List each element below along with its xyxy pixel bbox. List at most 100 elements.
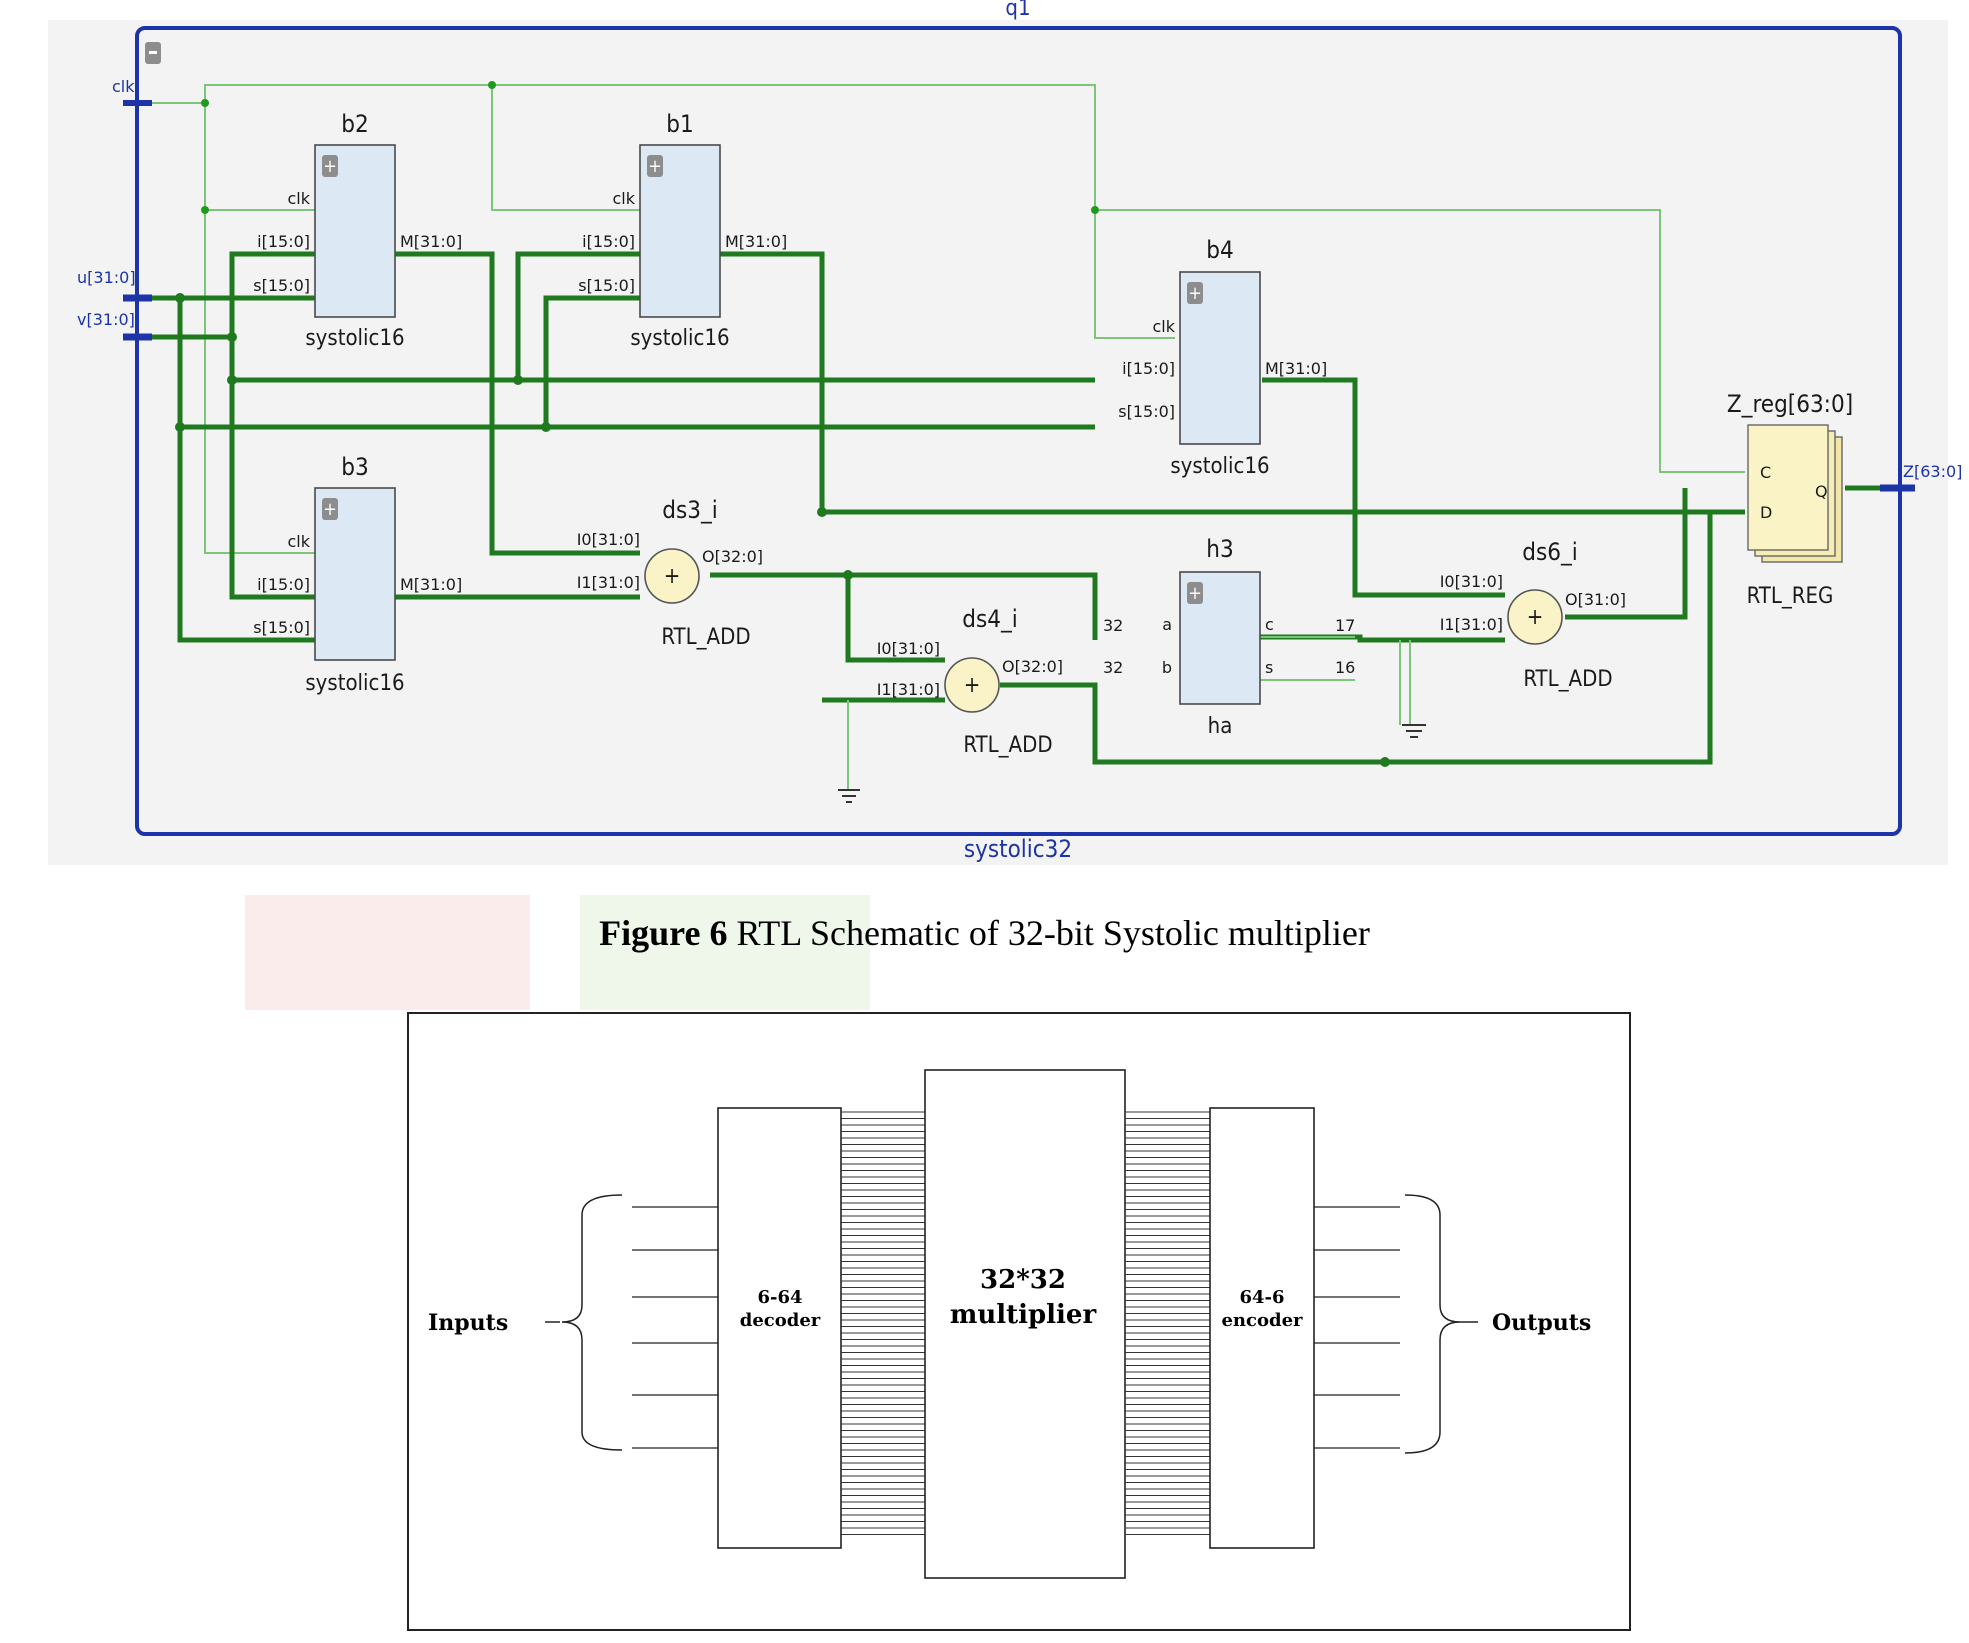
block-b1-type: systolic16 — [630, 326, 729, 351]
v-port-label: v[31:0] — [77, 310, 135, 329]
h3-c-pin: c — [1265, 615, 1274, 634]
figure-caption: Figure 6 RTL Schematic of 32-bit Systoli… — [0, 912, 1969, 954]
plus-icon: + — [323, 156, 337, 177]
ha-output-nets — [838, 636, 1426, 803]
ds3-in0-pin: I0[31:0] — [577, 530, 640, 549]
b3-i-pin: i[15:0] — [257, 575, 310, 594]
register-d-pin: D — [1760, 503, 1772, 522]
plus-icon: + — [648, 156, 662, 177]
adder-ds4-name: ds4_i — [962, 605, 1018, 633]
plus-icon: + — [964, 673, 981, 698]
b4-clk-pin: clk — [1152, 317, 1175, 336]
bus-width-s: 16 — [1335, 658, 1355, 677]
systolic32-module-frame — [135, 26, 1902, 836]
block-h3[interactable]: + h3 ha a b c s 32 32 17 16 — [1103, 535, 1355, 739]
block-b2[interactable]: + b2 systolic16 clk i[15:0] s[15:0] M[31… — [253, 110, 462, 351]
multiplier-block[interactable] — [924, 1069, 1126, 1579]
block-b4-name: b4 — [1206, 236, 1233, 264]
bus-width-c: 17 — [1335, 616, 1355, 635]
expand-b1-button[interactable] — [647, 155, 663, 177]
expand-b3-button[interactable] — [322, 498, 338, 520]
scan-artifact-middle — [580, 895, 870, 1010]
adder-ds4-type: RTL_ADD — [963, 733, 1052, 758]
encoder-name-label: encoder — [1221, 1310, 1303, 1331]
ds6-out-pin: O[31:0] — [1565, 590, 1626, 609]
adder-ds3-type: RTL_ADD — [661, 625, 750, 650]
plus-icon: + — [664, 564, 681, 589]
b1-clk-pin: clk — [612, 189, 635, 208]
adder-ds3-i[interactable]: + ds3_i RTL_ADD I0[31:0] I1[31:0] O[32:0… — [577, 496, 763, 650]
rtl-schematic: q1 systolic32 clk u[31:0] v[31:0] Z[63:0… — [48, 0, 1962, 865]
block-b2-name: b2 — [341, 110, 368, 138]
b3-s-pin: s[15:0] — [253, 618, 310, 637]
register-q-pin: Q — [1815, 482, 1828, 501]
block-h3-name: h3 — [1206, 535, 1233, 563]
minus-icon — [149, 51, 157, 54]
h3-a-pin: a — [1162, 615, 1172, 634]
register-name: Z_reg[63:0] — [1727, 390, 1853, 418]
multiplier-name-label: multiplier — [950, 1300, 1097, 1330]
b1-i-pin: i[15:0] — [582, 232, 635, 251]
decoder-size-label: 6-64 — [757, 1287, 802, 1308]
block-b4-type: systolic16 — [1170, 454, 1269, 479]
b3-m-pin: M[31:0] — [400, 575, 462, 594]
inputs-brace — [561, 1194, 623, 1451]
output-lines — [1314, 1206, 1400, 1449]
h3-s-pin: s — [1265, 658, 1273, 677]
expand-h3-button[interactable] — [1187, 582, 1203, 604]
bus-width-b: 32 — [1103, 658, 1123, 677]
block-b4[interactable]: + b4 systolic16 clk i[15:0] s[15:0] M[31… — [1118, 236, 1327, 479]
ds4-in1-pin: I1[31:0] — [877, 680, 940, 699]
block-b1[interactable]: + b1 systolic16 clk i[15:0] s[15:0] M[31… — [578, 110, 787, 351]
block-b3[interactable]: + b3 systolic16 clk i[15:0] s[15:0] M[31… — [253, 453, 462, 696]
decoder-block[interactable] — [717, 1107, 842, 1549]
register-type: RTL_REG — [1747, 584, 1834, 609]
b4-m-pin: M[31:0] — [1265, 359, 1327, 378]
ds6-in0-pin: I0[31:0] — [1440, 572, 1503, 591]
clock-nets — [152, 81, 1745, 554]
decoder-name-label: decoder — [740, 1310, 821, 1331]
adder-ds6-type: RTL_ADD — [1523, 667, 1612, 692]
module-instance-label: q1 — [1005, 0, 1030, 21]
plus-icon: + — [323, 499, 337, 520]
ds4-in0-pin: I0[31:0] — [877, 639, 940, 658]
b1-m-pin: M[31:0] — [725, 232, 787, 251]
inputs-label: Inputs — [428, 1310, 508, 1336]
block-b2-type: systolic16 — [305, 326, 404, 351]
plus-icon: + — [1527, 605, 1544, 630]
block-b3-type: systolic16 — [305, 671, 404, 696]
b2-i-pin: i[15:0] — [257, 232, 310, 251]
bus-width-a: 32 — [1103, 616, 1123, 635]
b2-clk-pin: clk — [287, 189, 310, 208]
decoder-to-multiplier-bus — [841, 1111, 925, 1535]
encoder-block[interactable] — [1209, 1107, 1315, 1549]
adder-ds6-i[interactable]: + ds6_i RTL_ADD I0[31:0] I1[31:0] O[31:0… — [1440, 538, 1626, 692]
clk-port-label: clk — [112, 77, 135, 96]
register-z-reg[interactable]: Z_reg[63:0] RTL_REG C D Q — [1727, 390, 1853, 609]
h3-b-pin: b — [1162, 658, 1172, 677]
block-h3-type: ha — [1208, 714, 1233, 739]
adder-ds3-name: ds3_i — [662, 496, 718, 524]
ds3-out-pin: O[32:0] — [702, 547, 763, 566]
module-name-label: systolic32 — [964, 835, 1072, 863]
b1-s-pin: s[15:0] — [578, 276, 635, 295]
figure-caption-text: RTL Schematic of 32-bit Systolic multipl… — [727, 913, 1370, 953]
multiplier-to-encoder-bus — [1125, 1111, 1210, 1535]
input-lines — [632, 1206, 718, 1449]
ds3-in1-pin: I1[31:0] — [577, 573, 640, 592]
plus-icon: + — [1188, 583, 1202, 604]
b4-s-pin: s[15:0] — [1118, 402, 1175, 421]
ds4-out-pin: O[32:0] — [1002, 657, 1063, 676]
expand-b4-button[interactable] — [1187, 282, 1203, 304]
u-port-label: u[31:0] — [77, 268, 136, 287]
b3-clk-pin: clk — [287, 532, 310, 551]
multiplier-size-label: 32*32 — [980, 1265, 1066, 1295]
adder-ds4-i[interactable]: + ds4_i RTL_ADD I0[31:0] I1[31:0] O[32:0… — [877, 605, 1063, 758]
expand-b2-button[interactable] — [322, 155, 338, 177]
figure-number: Figure 6 — [599, 913, 728, 953]
block-b1-name: b1 — [666, 110, 693, 138]
adder-ds6-name: ds6_i — [1522, 538, 1578, 566]
b2-s-pin: s[15:0] — [253, 276, 310, 295]
outputs-label: Outputs — [1492, 1310, 1591, 1336]
